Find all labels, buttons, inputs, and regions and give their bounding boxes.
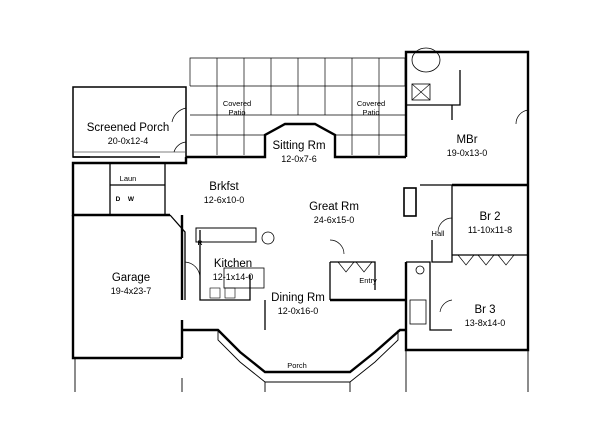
bedroom-2-dimensions: 11-10x11-8 bbox=[467, 225, 513, 236]
refrigerator-letter: R bbox=[197, 240, 203, 247]
master-bedroom-label: MBr 19-0x13-0 bbox=[447, 130, 488, 159]
bedroom-2-label: Br 2 11-10x11-8 bbox=[468, 207, 512, 236]
bedroom-3-name: Br 3 bbox=[474, 304, 496, 316]
entry-label: Entry bbox=[359, 276, 377, 286]
dryer-letter: D bbox=[115, 196, 121, 203]
hall-label: Hall bbox=[431, 229, 445, 239]
great-room-name: Great Rm bbox=[309, 201, 359, 213]
breakfast-name: Brkfst bbox=[209, 181, 239, 193]
screened-porch-dimensions: 20-0x12-4 bbox=[107, 136, 149, 147]
dining-room-name: Dining Rm bbox=[271, 292, 325, 304]
porch-outline bbox=[74, 330, 529, 392]
screened-porch-label: Screened Porch 20-0x12-4 bbox=[87, 118, 169, 147]
laundry-label: Laun bbox=[119, 174, 137, 184]
dining-room-label: Dining Rm 12-0x16-0 bbox=[271, 288, 325, 317]
screened-porch-name: Screened Porch bbox=[86, 122, 170, 134]
covered-patio-left-label: Covered Patio bbox=[222, 99, 252, 117]
washer-letter: W bbox=[127, 196, 135, 203]
sitting-room-name: Sitting Rm bbox=[272, 140, 326, 152]
hall-name: Hall bbox=[431, 229, 445, 238]
screened-porch-walls bbox=[72, 86, 187, 158]
sitting-room-dimensions: 12-0x7-6 bbox=[281, 154, 317, 165]
dining-room-dimensions: 12-0x16-0 bbox=[277, 306, 319, 317]
garage-label: Garage 19-4x23-7 bbox=[111, 268, 152, 297]
entry-name: Entry bbox=[359, 276, 377, 285]
porch-name: Porch bbox=[287, 361, 307, 370]
covered-patio-left-sub: Patio bbox=[228, 107, 246, 117]
covered-patio-right-name: Covered bbox=[356, 99, 386, 108]
covered-patio-right-sub: Patio bbox=[362, 107, 380, 117]
breakfast-dimensions: 12-6x10-0 bbox=[203, 195, 245, 206]
kitchen-label: Kitchen 12-1x14-0 bbox=[213, 254, 254, 283]
sitting-room-label: Sitting Rm 12-0x7-6 bbox=[272, 136, 325, 165]
bedroom-3-label: Br 3 13-8x14-0 bbox=[465, 300, 506, 329]
laundry-name: Laun bbox=[119, 174, 137, 183]
garage-dimensions: 19-4x23-7 bbox=[110, 286, 152, 297]
refrigerator-tag: R bbox=[198, 240, 203, 247]
master-bedroom-dimensions: 19-0x13-0 bbox=[446, 148, 488, 159]
dryer-tag: D bbox=[116, 196, 121, 203]
kitchen-name: Kitchen bbox=[213, 258, 253, 270]
porch-label: Porch bbox=[287, 361, 307, 371]
bedroom-2-name: Br 2 bbox=[479, 211, 501, 223]
interior-walls bbox=[109, 47, 529, 331]
covered-patio-right-label: Covered Patio bbox=[356, 99, 386, 117]
kitchen-dimensions: 12-1x14-0 bbox=[212, 272, 254, 283]
master-bedroom-name: MBr bbox=[456, 134, 478, 146]
great-room-label: Great Rm 24-6x15-0 bbox=[309, 197, 359, 226]
garage-name: Garage bbox=[111, 272, 151, 284]
breakfast-label: Brkfst 12-6x10-0 bbox=[204, 177, 245, 206]
great-room-dimensions: 24-6x15-0 bbox=[313, 215, 355, 226]
covered-patio-left-name: Covered bbox=[222, 99, 252, 108]
washer-tag: W bbox=[128, 196, 134, 203]
bedroom-3-dimensions: 13-8x14-0 bbox=[464, 318, 506, 329]
